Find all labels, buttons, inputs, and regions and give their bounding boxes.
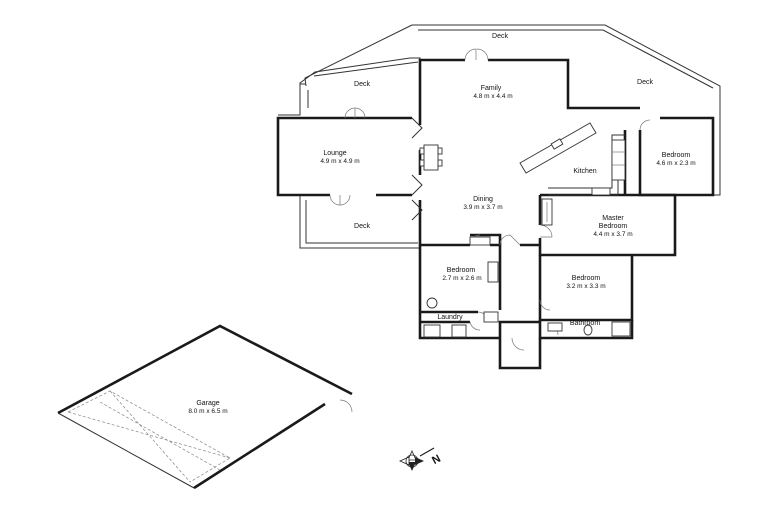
bedroom-ne-name: Bedroom [662, 152, 691, 159]
deck-right-label: Deck [637, 79, 653, 86]
lounge-sliders [411, 117, 423, 221]
bedroom-ne-dims: 4.6 m x 2.3 m [656, 160, 695, 167]
garage-dims: 8.0 m x 6.5 m [188, 408, 227, 415]
wet-area-fixtures [423, 297, 631, 338]
dining-table [419, 144, 443, 171]
bedroom-w-name: Bedroom [447, 267, 476, 274]
garage [57, 324, 353, 490]
bedroom-s-name: Bedroom [572, 275, 601, 282]
lounge-name: Lounge [323, 150, 346, 157]
kitchen-name: Kitchen [573, 168, 596, 175]
master-dims: 4.4 m x 3.7 m [593, 231, 632, 238]
master-name-2: Bedroom [599, 223, 628, 230]
lounge-dims: 4.9 m x 4.9 m [320, 158, 359, 165]
dining-name: Dining [473, 196, 493, 203]
family-dims: 4.8 m x 4.4 m [473, 93, 512, 100]
bedroom-w-dims: 2.7 m x 2.6 m [442, 275, 481, 282]
garage-name: Garage [196, 400, 219, 407]
kitchen-fixtures [519, 122, 626, 196]
compass-rose-icon [399, 447, 435, 471]
deck-bottom-label: Deck [354, 223, 370, 230]
bathroom-name: Bathroom [570, 320, 601, 327]
deck-outline [278, 24, 721, 249]
laundry-name: Laundry [437, 314, 463, 321]
deck-left-label: Deck [354, 81, 370, 88]
compass-north-label: N [430, 453, 443, 467]
deck-top-label: Deck [492, 33, 508, 40]
family-name: Family [481, 85, 502, 92]
master-name-1: Master [602, 215, 624, 222]
dining-dims: 3.9 m x 3.7 m [463, 204, 502, 211]
bedroom-s-dims: 3.2 m x 3.3 m [566, 283, 605, 290]
wardrobes [469, 198, 553, 283]
